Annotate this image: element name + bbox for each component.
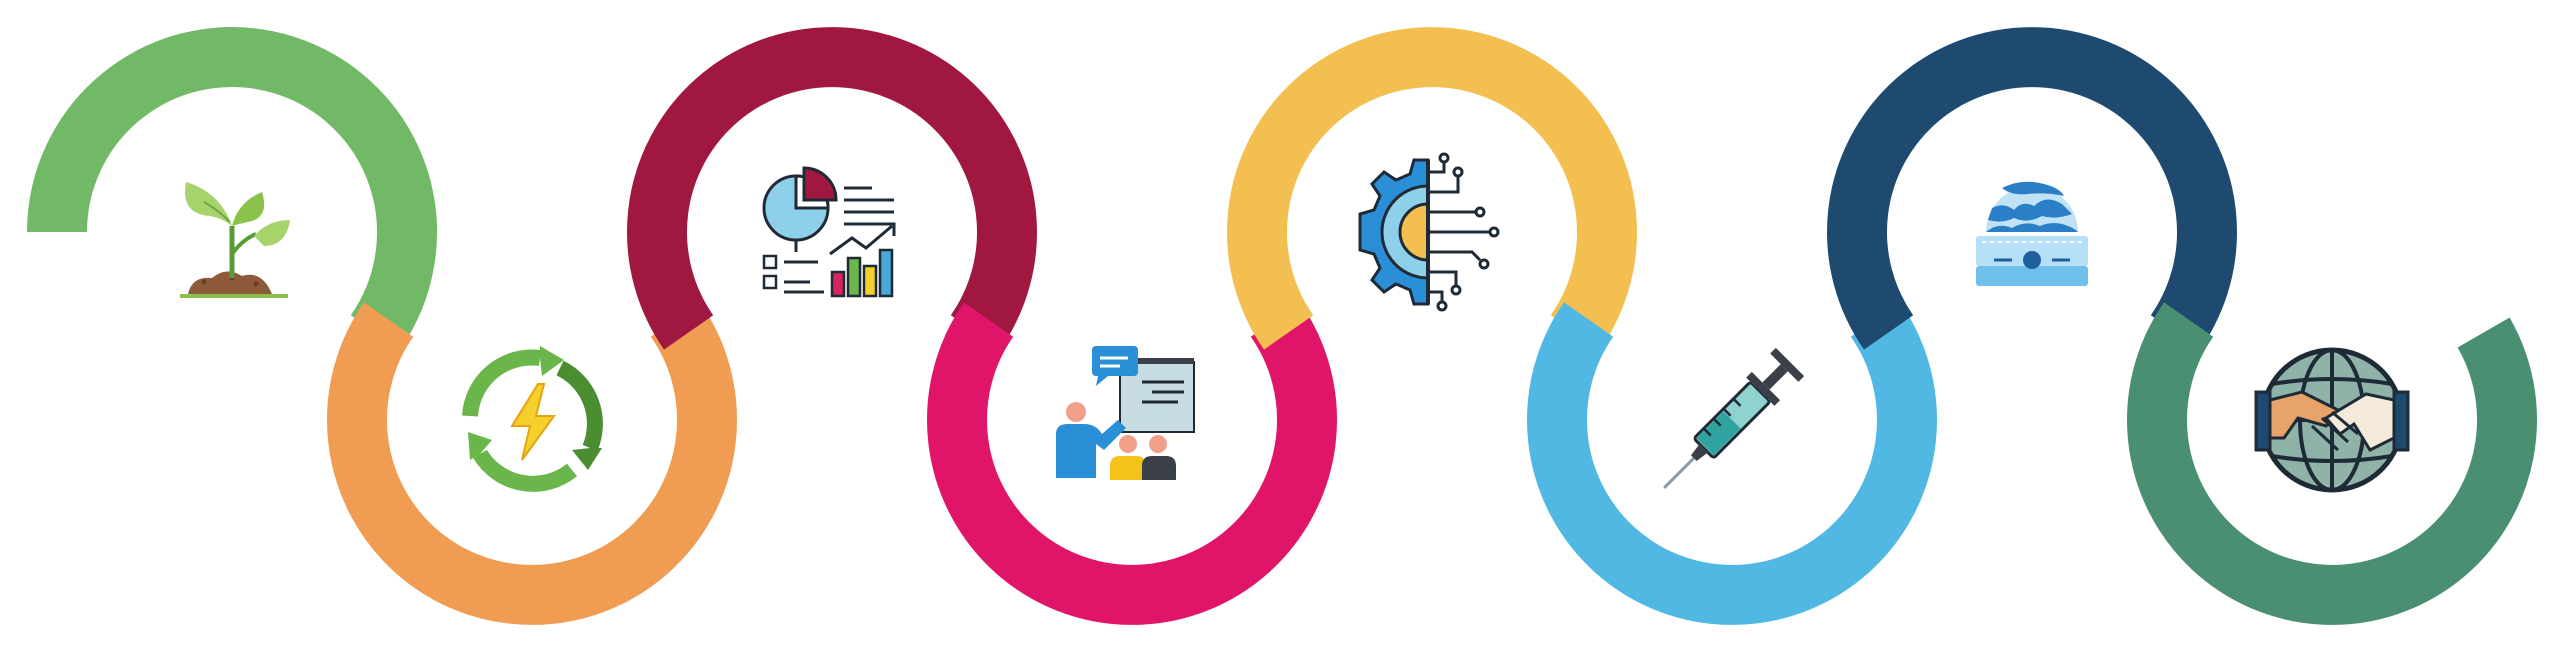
ribbon-segment-orange <box>327 302 737 625</box>
seedling-icon <box>180 182 290 298</box>
ribbon-segment-magenta <box>927 302 1337 625</box>
global-handshake-icon <box>2254 347 2410 493</box>
syringe-icon <box>1663 347 1805 489</box>
ribbon-segment-green <box>27 27 437 350</box>
earth-hologram-projector-icon <box>1976 181 2088 286</box>
ribbon-layer <box>27 27 2537 625</box>
ribbon-segment-navy <box>1827 27 2237 350</box>
data-analytics-report-icon <box>762 166 896 298</box>
ribbon-segment-sky-blue <box>1527 302 1937 625</box>
gear-circuit-technology-icon <box>1358 152 1500 312</box>
ribbon-segment-yellow <box>1227 27 1637 350</box>
ribbon-segment-teal-green <box>2127 302 2537 625</box>
training-presentation-icon <box>1056 346 1195 480</box>
renewable-energy-cycle-icon <box>462 346 603 492</box>
ribbon-segment-crimson <box>627 27 1037 350</box>
icon-circle-3 <box>689 89 975 375</box>
